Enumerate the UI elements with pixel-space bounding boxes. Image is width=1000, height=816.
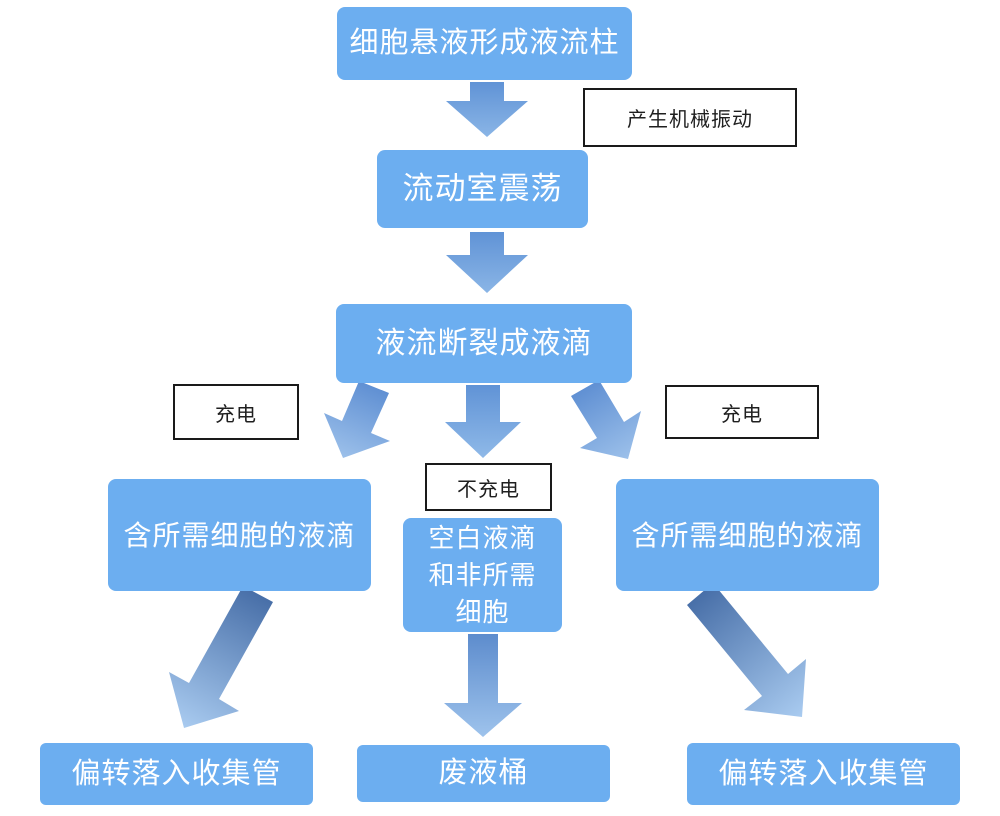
- node-stream-breaks: 液流断裂成液滴: [336, 304, 632, 383]
- node-cell-suspension: 细胞悬液形成液流柱: [337, 7, 632, 80]
- node-blank-droplets: 空白液滴 和非所需 细胞: [403, 518, 562, 632]
- node-waste: 废液桶: [357, 745, 610, 802]
- node-left-droplets: 含所需细胞的液滴: [108, 479, 371, 591]
- node-left-collect: 偏转落入收集管: [40, 743, 313, 805]
- label-no-charge: 不充电: [425, 463, 552, 511]
- label-charge-left: 充电: [173, 384, 299, 440]
- arrow-right-droplets-to-collect-icon: [687, 583, 806, 717]
- arrow-break-to-right-droplets-icon: [571, 380, 641, 459]
- arrow-left-droplets-to-collect-icon: [169, 586, 273, 728]
- node-right-droplets: 含所需细胞的液滴: [616, 479, 879, 591]
- label-mechanical-vibration: 产生机械振动: [583, 88, 797, 147]
- node-right-collect: 偏转落入收集管: [687, 743, 960, 805]
- arrow-blank-to-waste-icon: [444, 634, 522, 737]
- arrow-suspension-to-chamber-icon: [446, 82, 528, 137]
- arrow-chamber-to-break-icon: [446, 232, 528, 293]
- node-flow-chamber: 流动室震荡: [377, 150, 588, 228]
- arrow-break-to-left-droplets-icon: [324, 381, 390, 458]
- label-charge-right: 充电: [665, 385, 819, 439]
- arrow-break-to-blank-droplets-icon: [445, 385, 521, 458]
